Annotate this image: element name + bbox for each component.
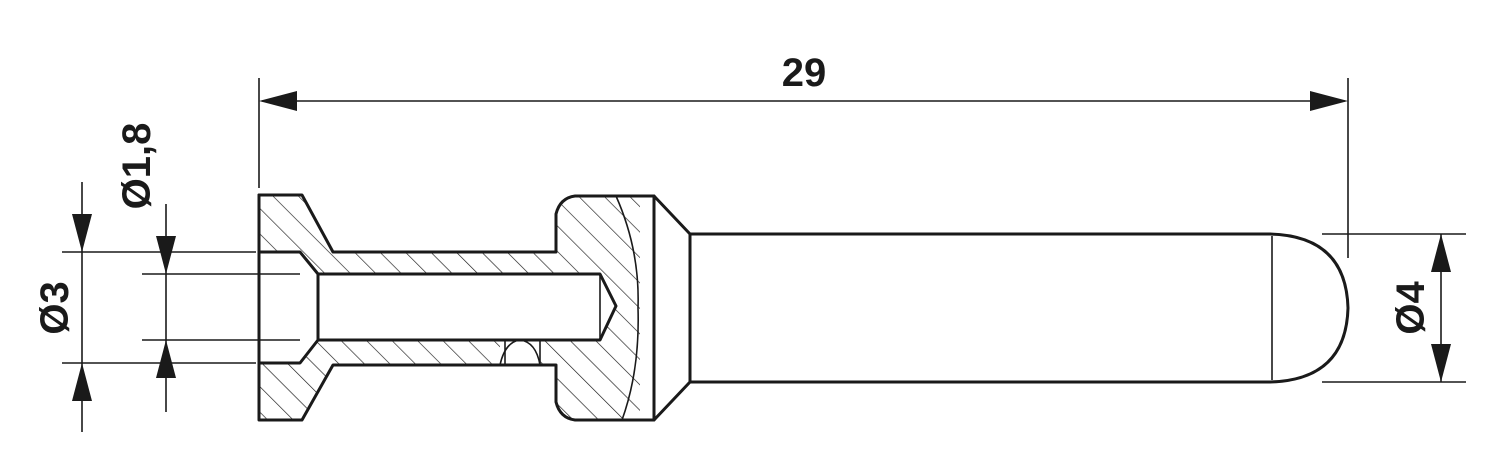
dimension-pin-diameter: Ø4 — [1322, 233, 1466, 383]
section-hatching — [259, 195, 640, 420]
bore-diameter-label: Ø1,8 — [115, 123, 159, 210]
arrow-down — [156, 236, 176, 274]
overall-length-label: 29 — [782, 51, 827, 95]
collar-diameter-label: Ø3 — [33, 281, 77, 334]
pin-outline — [257, 193, 1350, 422]
dimension-collar-diameter: Ø3 — [33, 182, 256, 432]
arrow-down — [72, 214, 92, 252]
arrow-up — [72, 363, 92, 401]
arrow-up — [156, 340, 176, 378]
arrow-left — [259, 91, 297, 111]
pin-diameter-label: Ø4 — [1389, 281, 1433, 335]
dimension-overall-length: 29 — [258, 51, 1349, 258]
arrow-down — [1431, 344, 1451, 382]
arrow-up — [1431, 234, 1451, 272]
arrow-right — [1310, 91, 1348, 111]
dimension-bore-diameter: Ø1,8 — [115, 123, 300, 412]
